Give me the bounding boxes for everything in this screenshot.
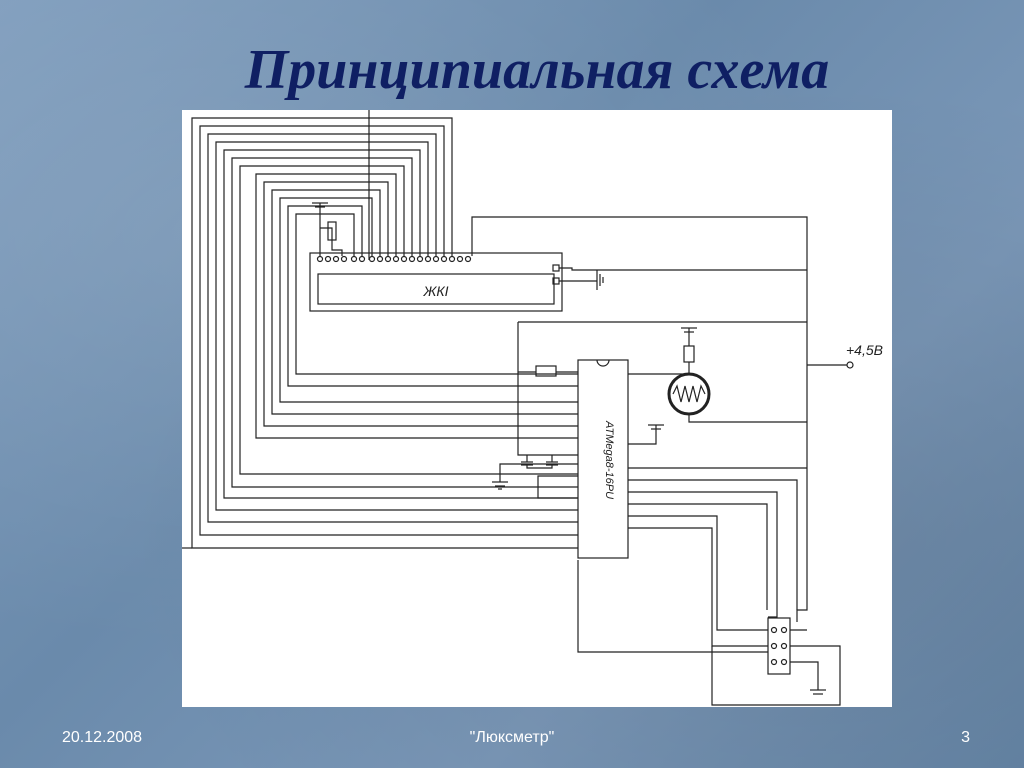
wire — [517, 322, 578, 456]
wire — [271, 189, 578, 415]
wire — [471, 216, 808, 622]
slide-title: Принципиальная схема — [244, 39, 830, 101]
wire — [537, 475, 578, 499]
mcu-chip — [577, 359, 629, 559]
wire — [688, 414, 807, 423]
wire — [287, 205, 578, 387]
supply-label: +4,5В — [846, 342, 883, 358]
wire — [263, 181, 578, 427]
lcd-pins — [316, 255, 472, 263]
wire — [231, 157, 578, 488]
lcd-backlight-pin — [552, 264, 560, 272]
schematic-diagram: ЖКІ ATMega8-16PU +4,5В — [182, 110, 892, 707]
wire — [628, 425, 657, 445]
wire — [199, 125, 578, 536]
mcu-notch — [596, 359, 610, 367]
wire — [320, 227, 343, 256]
wire — [628, 527, 768, 647]
wire — [207, 133, 578, 523]
wire — [628, 362, 690, 375]
wire — [628, 479, 798, 610]
wire — [628, 491, 778, 618]
wire — [790, 661, 819, 690]
wire — [711, 645, 841, 706]
wire — [255, 173, 578, 439]
wire — [191, 117, 578, 549]
footer-page-number: 3 — [961, 729, 970, 746]
wire — [628, 503, 768, 610]
sensor-resistor — [683, 345, 695, 363]
wire — [223, 149, 578, 499]
wire — [559, 267, 807, 271]
wire — [526, 465, 553, 469]
footer-date: 20.12.2008 — [62, 729, 143, 746]
wire — [215, 141, 578, 511]
trim-resistor — [327, 221, 337, 241]
photoresistor — [667, 372, 711, 416]
wire — [279, 197, 578, 403]
wire — [577, 560, 768, 653]
reset-resistor — [535, 365, 557, 377]
photoresistor-zigzag — [672, 384, 706, 403]
wire — [499, 463, 578, 482]
wire — [239, 165, 578, 475]
supply-terminal — [846, 361, 854, 369]
lcd-label: ЖКІ — [423, 283, 449, 299]
lcd-display-window — [317, 273, 555, 305]
mcu-label: ATMega8-16PU — [603, 420, 615, 499]
schematic-svg: ЖКІ ATMega8-16PU +4,5В — [182, 110, 883, 706]
wire — [295, 213, 578, 375]
wire — [628, 515, 768, 631]
lcd-module — [309, 252, 563, 312]
footer-title: "Люксметр" — [469, 729, 555, 746]
